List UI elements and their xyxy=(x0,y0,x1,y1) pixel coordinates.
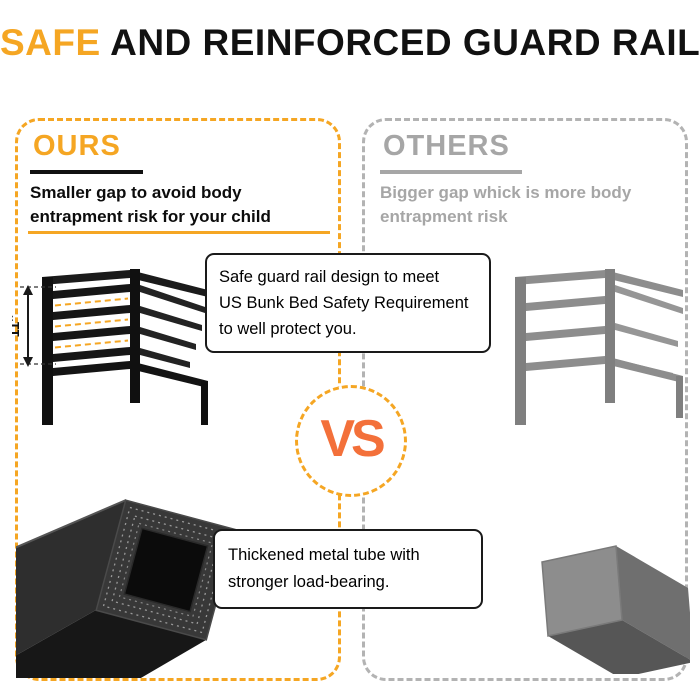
ours-heading: OURS xyxy=(33,130,121,162)
vs-badge: VS xyxy=(295,385,407,497)
ours-metal-tube-illustration xyxy=(16,499,237,678)
ours-description-underline xyxy=(28,231,330,234)
vs-label: VS xyxy=(320,410,385,468)
metal-tube-callout: Thickened metal tube with stronger load-… xyxy=(213,529,483,609)
ours-description: Smaller gap to avoid body entrapment ris… xyxy=(30,183,271,226)
others-heading-underline xyxy=(380,170,522,174)
ours-heading-underline xyxy=(30,170,143,174)
ours-guard-rail-illustration: 11″ xyxy=(12,269,208,425)
others-guard-rail-illustration xyxy=(515,269,683,425)
title-rest: AND REINFORCED GUARD RAIL xyxy=(100,22,700,63)
guard-rail-callout: Safe guard rail design to meet US Bunk B… xyxy=(205,253,491,353)
title-highlight: SAFE xyxy=(0,22,101,63)
others-heading: OTHERS xyxy=(383,130,510,162)
others-description: Bigger gap whick is more body entrapment… xyxy=(380,183,632,226)
dimension-label: 11″ xyxy=(12,314,23,337)
page-title: SAFE AND REINFORCED GUARD RAIL xyxy=(0,22,700,64)
others-metal-tube-illustration xyxy=(541,545,690,674)
